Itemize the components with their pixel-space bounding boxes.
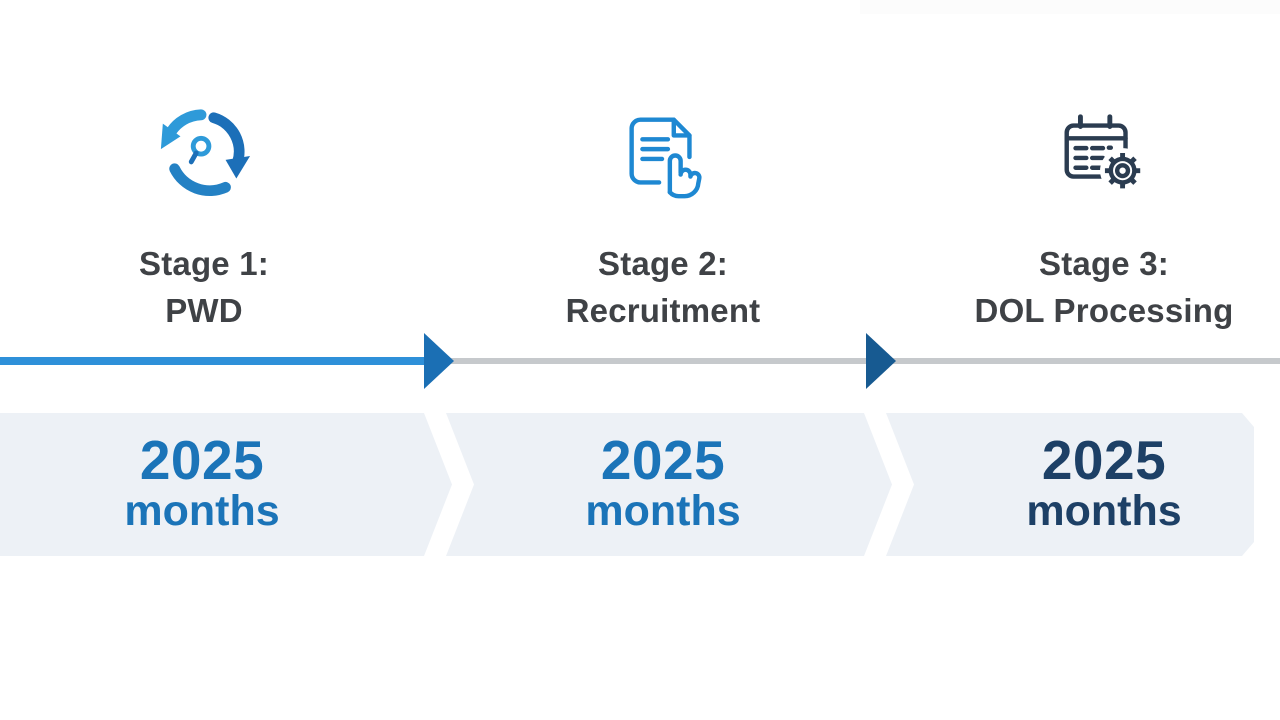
stage-2-duration: 2025 months [513, 413, 813, 556]
stage-1-duration-unit: months [124, 487, 280, 536]
stage-2-duration-unit: months [585, 487, 741, 536]
document-hand-icon-svg [629, 117, 702, 199]
stage-3-duration-value: 2025 [1041, 429, 1167, 492]
top-edge-strip [860, 0, 1280, 14]
stage-1-duration-banner [0, 413, 452, 556]
stage-1-title-line1: Stage 1: [139, 245, 269, 282]
calendar-gear-icon-svg [1064, 114, 1146, 194]
stage-2-title: Stage 2: Recruitment [483, 240, 843, 334]
sync-arrows-icon [155, 106, 253, 204]
stage-3-title-line1: Stage 3: [1039, 245, 1169, 282]
timeline-gray-segment [448, 358, 1280, 364]
stage-2-title-line2: Recruitment [565, 292, 761, 329]
stage-3-title: Stage 3: DOL Processing [924, 240, 1280, 334]
document-hand-icon [614, 106, 712, 204]
timeline-blue-segment [0, 357, 434, 365]
stage-2-title-line1: Stage 2: [598, 245, 728, 282]
stage-3-title-line2: DOL Processing [974, 292, 1234, 329]
timeline-arrowhead-2 [866, 333, 896, 389]
timeline-arrowhead-1 [424, 333, 454, 389]
stage-1-duration: 2025 months [52, 413, 352, 556]
stage-3-duration: 2025 months [954, 413, 1254, 556]
stage-3-duration-banner [886, 413, 1254, 556]
sync-arrows-icon-svg [160, 109, 251, 197]
stage-1-title: Stage 1: PWD [24, 240, 384, 334]
stage-1-duration-value: 2025 [139, 429, 265, 492]
stage-1-title-line2: PWD [165, 292, 243, 329]
calendar-gear-icon [1053, 106, 1151, 204]
stage-2-duration-banner [446, 413, 892, 556]
stage-3-duration-unit: months [1026, 487, 1182, 536]
stage-2-duration-value: 2025 [600, 429, 726, 492]
